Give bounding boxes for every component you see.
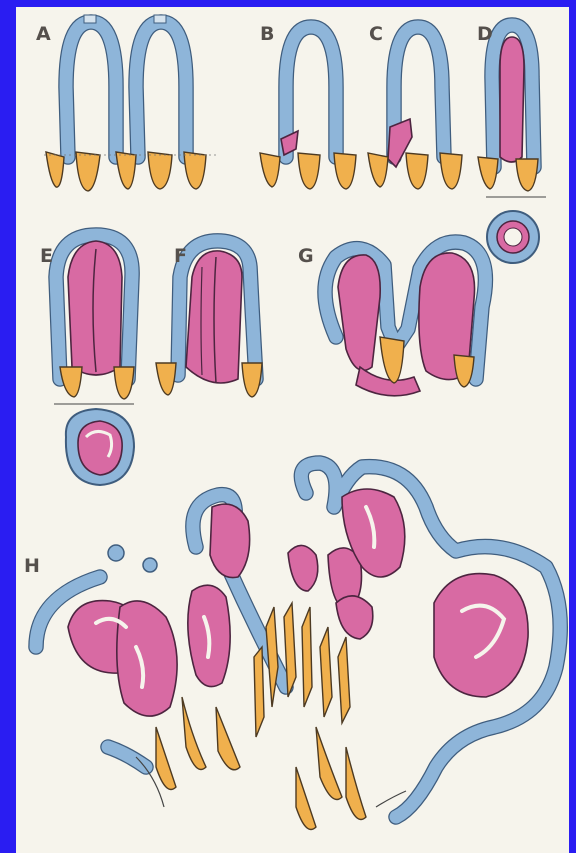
panel-e-illustration: [54, 235, 134, 485]
figure-frame: A B C D E F G H: [16, 7, 569, 853]
panel-label-h: H: [24, 555, 40, 577]
diagram-canvas: [16, 7, 569, 853]
panel-label-a: A: [36, 23, 51, 45]
panel-label-b: B: [260, 23, 274, 45]
panel-b-illustration: [260, 27, 356, 189]
panel-d-illustration: [478, 25, 546, 263]
panel-h-illustration: [36, 463, 560, 830]
panel-f-illustration: [156, 241, 262, 397]
panel-label-g: G: [298, 245, 314, 267]
panel-label-c: C: [369, 23, 383, 45]
panel-a-illustration: [44, 15, 216, 191]
panel-label-f: F: [174, 245, 187, 267]
panel-label-e: E: [40, 245, 53, 267]
panel-label-d: D: [477, 23, 493, 45]
panel-g-illustration: [325, 242, 485, 396]
panel-c-illustration: [368, 27, 462, 189]
